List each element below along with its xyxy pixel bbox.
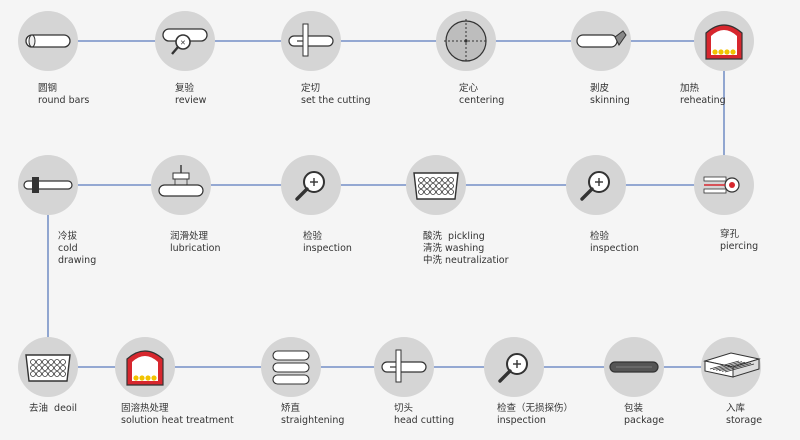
step-node-head-cutting: [374, 337, 434, 397]
step-label-zh: 去油 deoil: [29, 403, 78, 414]
step-label-zh: 检查（无损探伤）: [497, 403, 574, 414]
step-node-inspection-3: [484, 337, 544, 397]
step-label-extra: 中洗 neutralizatior: [423, 255, 509, 266]
straightening-rolls-icon: [272, 350, 310, 385]
step-node-review: ✕: [155, 11, 215, 71]
tank-pipes-icon: [413, 172, 459, 200]
skinning-tool-icon: [576, 30, 627, 48]
step-label-en: 清洗 washing: [423, 243, 485, 254]
step-label-zh: 定心: [459, 83, 479, 94]
step-label-zh: 矫直: [281, 403, 301, 414]
step-node-solution-heat: [115, 337, 175, 397]
piercing-rolls-icon: [703, 176, 740, 194]
lubrication-icon: [158, 165, 204, 197]
step-node-deoil: [18, 337, 78, 397]
step-label-en: straightening: [281, 415, 345, 426]
step-label-zh: 复验: [175, 83, 195, 94]
step-label-en: cold: [58, 243, 78, 254]
storage-rack-icon: [703, 352, 761, 378]
svg-text:✕: ✕: [180, 39, 186, 47]
step-label-extra: drawing: [58, 255, 97, 266]
step-label-en: solution heat treatment: [121, 415, 234, 426]
tank-pipes-icon: [25, 354, 71, 382]
step-label-en: inspection: [590, 243, 639, 254]
magnifier-icon: [580, 171, 610, 201]
step-label-en: head cutting: [394, 415, 455, 426]
step-node-skinning: [571, 11, 631, 71]
step-label-zh: 冷拔: [58, 231, 78, 242]
step-node-piercing: [694, 155, 754, 215]
step-node-reheating: [694, 11, 754, 71]
furnace-icon: [705, 24, 743, 60]
step-label-zh: 检验: [303, 231, 323, 242]
step-label-zh: 固溶热处理: [121, 403, 169, 414]
step-label-en: reheating: [680, 95, 726, 106]
packaged-tube-icon: [609, 361, 659, 373]
step-label-en: round bars: [38, 95, 90, 106]
magnifier-icon: [498, 353, 528, 383]
step-label-en: centering: [459, 95, 505, 106]
saw-cut-icon: [288, 23, 334, 57]
step-label-en: review: [175, 95, 207, 106]
furnace-icon: [126, 350, 164, 386]
step-label-en: set the cutting: [301, 95, 371, 106]
step-label-en: inspection: [497, 415, 546, 426]
step-label-zh: 穿孔: [720, 229, 740, 240]
step-node-storage: [701, 337, 761, 397]
step-label-zh: 圆钢: [38, 83, 58, 94]
step-label-inspection-3: 检查（无损探伤）inspection: [497, 403, 573, 427]
step-label-zh: 酸洗 pickling: [423, 231, 485, 242]
step-node-set-cutting: [281, 11, 341, 71]
step-label-zh: 包装: [624, 403, 644, 414]
step-label-en: inspection: [303, 243, 352, 254]
step-node-centering: [436, 11, 496, 71]
step-label-zh: 切头: [394, 403, 414, 414]
step-node-inspection-1: [281, 155, 341, 215]
step-label-zh: 入库: [726, 403, 746, 414]
step-node-pickling: [406, 155, 466, 215]
step-label-zh: 定切: [301, 83, 321, 94]
round-bar-icon: [25, 34, 71, 48]
magnifier-icon: [295, 171, 325, 201]
step-label-zh: 润滑处理: [170, 231, 209, 242]
step-label-zh: 检验: [590, 231, 610, 242]
step-node-lubrication: [151, 155, 211, 215]
step-label-en: lubrication: [170, 243, 221, 254]
magnifier-bar-icon: ✕: [162, 28, 208, 55]
step-label-en: piercing: [720, 241, 759, 252]
step-label-zh: 加热: [680, 83, 700, 94]
step-node-inspection-2: [566, 155, 626, 215]
drawing-die-icon: [23, 177, 73, 193]
saw-cut-icon: [381, 349, 427, 383]
step-label-deoil: 去油 deoil: [29, 403, 77, 415]
step-node-straightening: [261, 337, 321, 397]
step-node-round-bars: [18, 11, 78, 71]
step-label-en: storage: [726, 415, 763, 426]
step-label-zh: 剥皮: [590, 83, 610, 94]
step-label-en: package: [624, 415, 665, 426]
step-node-package: [604, 337, 664, 397]
crosshair-icon: [444, 19, 488, 63]
step-label-en: skinning: [590, 95, 630, 106]
step-node-cold-drawing: [18, 155, 78, 215]
